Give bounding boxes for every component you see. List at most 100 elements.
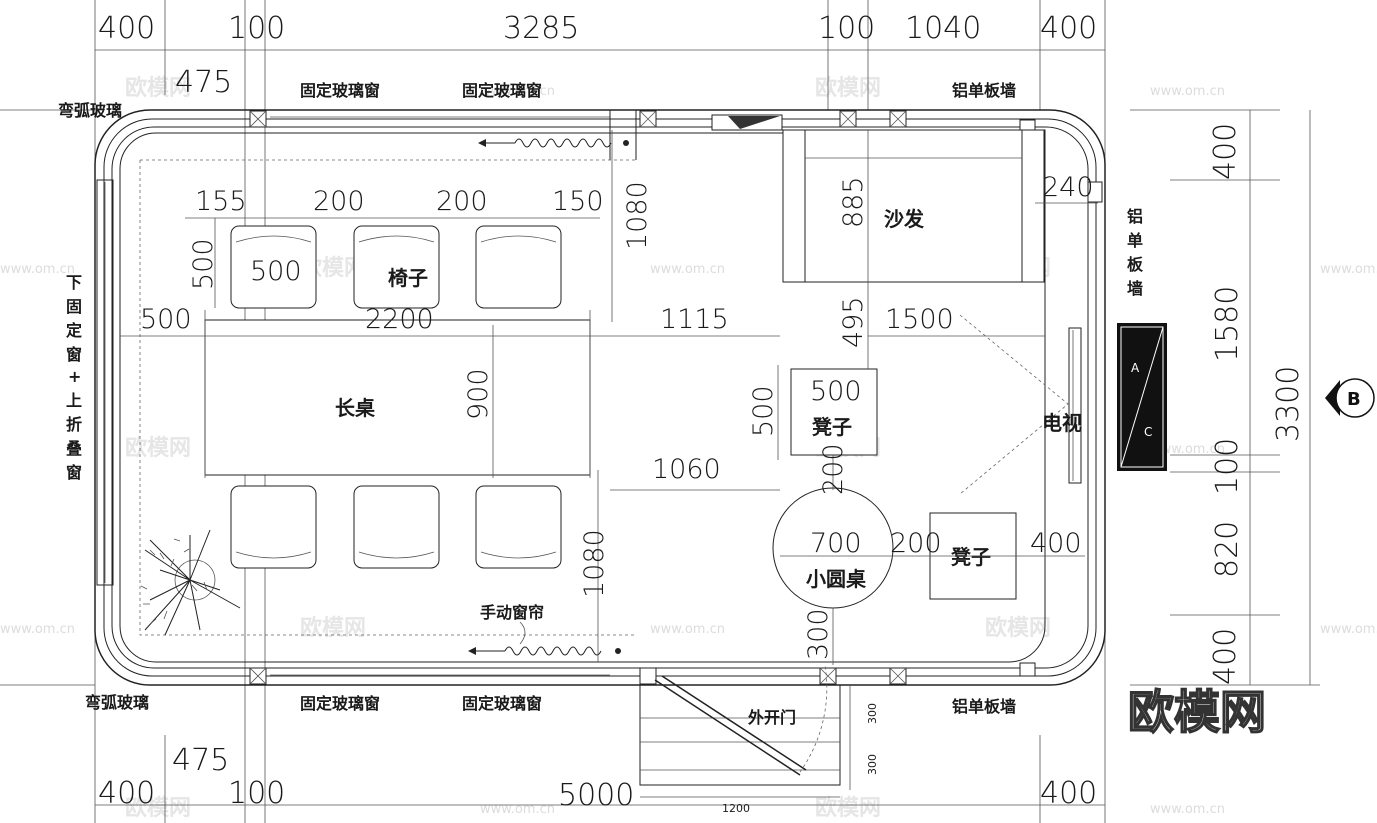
watermark: 欧模网 bbox=[815, 795, 881, 821]
long-table bbox=[204, 319, 591, 476]
watermark-url: www.om.cn bbox=[0, 622, 75, 637]
watermark-url: www.om.cn bbox=[1320, 262, 1377, 277]
label-char: 叠 bbox=[66, 439, 82, 458]
dim-text: 500 bbox=[140, 304, 192, 335]
dim-text: 1060 bbox=[652, 454, 721, 485]
dim-text: 400 bbox=[98, 776, 155, 811]
label-char: 墙 bbox=[1127, 279, 1143, 298]
section-label: C bbox=[1144, 425, 1152, 439]
dim-text: 1080 bbox=[622, 181, 653, 250]
watermark-url: www.om.cn bbox=[480, 802, 555, 817]
dim-text: 2200 bbox=[365, 304, 434, 335]
plant-icon bbox=[140, 529, 241, 636]
bottom-dimensions: 400 100 5000 400 475 bbox=[98, 743, 1097, 813]
watermark-url: www.om.cn bbox=[1150, 84, 1225, 99]
dim-text: 400 bbox=[1030, 528, 1082, 559]
stool bbox=[790, 368, 878, 456]
dim-text: 1200 bbox=[722, 802, 750, 815]
watermark: 欧模网 bbox=[125, 795, 191, 821]
dim-text: 900 bbox=[463, 368, 494, 420]
dim-text: 500 bbox=[810, 376, 862, 407]
watermark: 欧模网 bbox=[125, 75, 191, 101]
label-char: 窗 bbox=[66, 345, 82, 364]
watermark: 欧模网 bbox=[300, 615, 366, 641]
dim-text: 300 bbox=[866, 754, 879, 775]
watermark: 欧模网 bbox=[985, 615, 1051, 641]
label-char: 折 bbox=[66, 415, 82, 434]
watermark-url: www.om.cn bbox=[1320, 622, 1377, 637]
left-window-label: 下 固 定 窗 + 上 折 叠 窗 bbox=[65, 273, 82, 482]
section-label: B bbox=[1347, 389, 1361, 410]
dim-text: 240 bbox=[1042, 172, 1094, 203]
wall-label: 弯弧玻璃 bbox=[85, 693, 149, 712]
round-table-label: 小圆桌 bbox=[806, 567, 867, 591]
tv-label: 电视 bbox=[1042, 411, 1082, 435]
label-char: 铝 bbox=[1127, 207, 1143, 226]
dim-text: 300 bbox=[866, 703, 879, 724]
dim-text: 500 bbox=[188, 238, 219, 290]
chair bbox=[475, 225, 562, 309]
dim-text: 3300 bbox=[1271, 366, 1306, 442]
wall-label: 固定玻璃窗 bbox=[300, 81, 380, 100]
dim-text: 400 bbox=[1208, 628, 1243, 685]
dim-text: 1115 bbox=[660, 304, 729, 335]
curtain-tracks: 手动窗帘 bbox=[139, 138, 635, 656]
dim-text: 700 bbox=[810, 528, 862, 559]
dining-area: 长桌 椅子 bbox=[204, 225, 591, 569]
dim-text: 495 bbox=[838, 296, 869, 348]
dim-text: 820 bbox=[1210, 521, 1245, 578]
dim-text: 100 bbox=[228, 776, 285, 811]
dim-text: 300 bbox=[803, 608, 834, 660]
dim-text: 400 bbox=[1040, 11, 1097, 46]
watermark-logo: 欧模网 bbox=[1128, 685, 1266, 739]
dim-text: 475 bbox=[175, 65, 232, 100]
label-char: 上 bbox=[66, 391, 82, 410]
dim-text: 400 bbox=[1040, 776, 1097, 811]
dim-text: 100 bbox=[1210, 438, 1245, 495]
dim-text: 155 bbox=[195, 186, 247, 217]
label-char: + bbox=[68, 367, 81, 386]
interior-dimension-lines bbox=[120, 130, 1098, 665]
curtain-label: 手动窗帘 bbox=[480, 603, 544, 622]
long-table-label: 长桌 bbox=[335, 396, 376, 420]
chair bbox=[353, 225, 440, 309]
interior-dimensions: 155 200 200 150 500 500 500 2200 1115 49… bbox=[140, 172, 1094, 660]
watermark-url: www.om.cn bbox=[0, 262, 75, 277]
dim-text: 100 bbox=[818, 11, 875, 46]
dim-text: 200 bbox=[890, 528, 942, 559]
section-marker-b: B bbox=[1325, 378, 1375, 418]
watermark-url: www.om.cn bbox=[480, 84, 555, 99]
dim-text: 1080 bbox=[579, 529, 610, 598]
dim-text: 1040 bbox=[905, 11, 981, 46]
wall-label: 固定玻璃窗 bbox=[300, 694, 380, 713]
dim-text: 885 bbox=[838, 176, 869, 228]
section-marker-ac: A C bbox=[1117, 323, 1167, 471]
dim-text: 100 bbox=[228, 11, 285, 46]
wall-label: 弯弧玻璃 bbox=[58, 101, 122, 120]
entrance-steps: 300 300 1200 外开门 bbox=[639, 664, 879, 815]
dim-text: 5000 bbox=[558, 778, 634, 813]
chair-label: 椅子 bbox=[388, 266, 428, 290]
label-char: 定 bbox=[65, 321, 82, 340]
stool-label: 凳子 bbox=[951, 545, 991, 569]
label-char: 板 bbox=[1127, 255, 1144, 274]
wall-label: 铝单板墙 bbox=[952, 81, 1016, 100]
dim-text: 475 bbox=[172, 743, 229, 778]
section-label: A bbox=[1131, 361, 1140, 375]
sofa-label: 沙发 bbox=[884, 207, 925, 231]
dim-text: 500 bbox=[748, 385, 779, 437]
dim-text: 500 bbox=[250, 256, 302, 287]
wall-label: 固定玻璃窗 bbox=[462, 694, 542, 713]
chair bbox=[353, 485, 440, 569]
dim-text: 150 bbox=[552, 186, 604, 217]
chair bbox=[230, 225, 317, 309]
dim-text: 400 bbox=[98, 11, 155, 46]
chair bbox=[475, 485, 562, 569]
label-char: 固 bbox=[66, 297, 82, 316]
watermark-url: www.om.cn bbox=[1150, 802, 1225, 817]
right-dimensions: 400 1580 100 820 400 3300 bbox=[1208, 123, 1306, 685]
wall-labels: 弯弧玻璃 固定玻璃窗 固定玻璃窗 铝单板墙 弯弧玻璃 固定玻璃窗 固定玻璃窗 铝… bbox=[58, 81, 1144, 716]
stool-label: 凳子 bbox=[812, 415, 852, 439]
dim-text: 200 bbox=[313, 186, 365, 217]
